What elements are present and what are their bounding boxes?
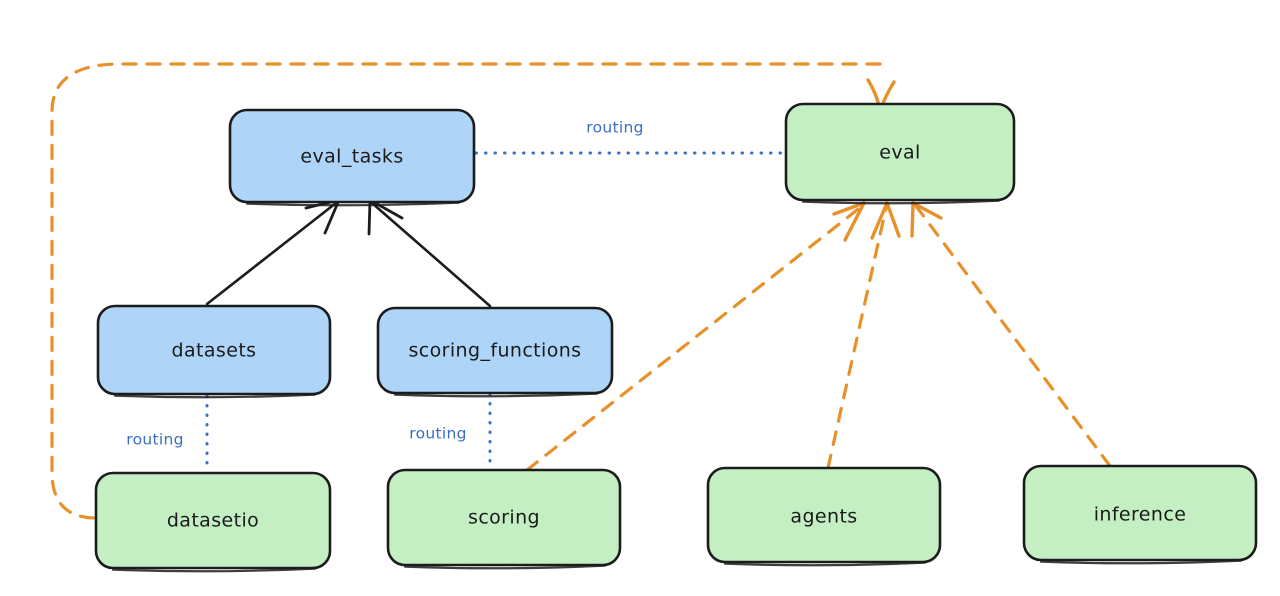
node-eval-tasks-shadow: [245, 201, 461, 207]
edge-scoring-functions-scoring: routing: [409, 392, 492, 470]
node-eval-shadow: [801, 199, 1001, 205]
node-datasets[interactable]: datasets: [96, 304, 332, 399]
edge-datasets-datasetio: routing: [126, 394, 209, 473]
node-datasetio-shadow: [111, 567, 317, 573]
node-datasets-shadow: [113, 393, 317, 399]
edge-datasets-eval-tasks-line: [205, 201, 338, 306]
edge-inference-eval-arrowhead: [910, 201, 943, 238]
edge-scoring-functions-eval-tasks: [367, 198, 492, 308]
node-inference[interactable]: inference: [1022, 464, 1258, 565]
node-agents[interactable]: agents: [706, 466, 942, 567]
edge-eval-datasetio-line: [50, 62, 882, 520]
node-eval-tasks-shape[interactable]: [228, 108, 476, 204]
node-scoring-functions-label: scoring_functions: [409, 340, 582, 362]
node-eval-shape[interactable]: [784, 102, 1016, 202]
node-agents-label: agents: [790, 506, 857, 528]
node-scoring-functions[interactable]: scoring_functions: [376, 306, 614, 398]
node-agents-shadow: [723, 561, 927, 567]
edge-scoring-functions-eval-tasks-line: [370, 201, 492, 308]
node-datasets-shape[interactable]: [96, 304, 332, 396]
edge-inference-eval: [910, 201, 1112, 468]
node-scoring-shape[interactable]: [386, 468, 622, 567]
node-eval[interactable]: eval: [784, 102, 1016, 205]
node-datasetio-label: datasetio: [167, 510, 259, 532]
node-datasets-label: datasets: [172, 340, 257, 362]
edge-agents-eval: [826, 201, 901, 470]
edge-scoring-eval-line: [525, 204, 864, 472]
edge-eval-tasks-eval: routing: [474, 119, 786, 155]
node-agents-shape[interactable]: [706, 466, 942, 564]
node-inference-shadow: [1039, 559, 1243, 565]
node-datasetio[interactable]: datasetio: [94, 471, 332, 573]
node-inference-label: inference: [1094, 504, 1187, 526]
node-datasetio-shape[interactable]: [94, 471, 332, 570]
edge-label-routing-eval: routing: [586, 119, 644, 137]
edge-label-routing-scoring: routing: [409, 425, 467, 443]
node-scoring-label: scoring: [468, 507, 540, 529]
edge-datasets-eval-tasks: [205, 198, 341, 306]
edge-label-routing-datasetio: routing: [126, 431, 184, 449]
node-scoring-functions-shadow: [393, 392, 599, 398]
edge-inference-eval-line: [914, 204, 1112, 468]
edge-agents-eval-line: [826, 206, 888, 470]
edge-agents-eval-arrowhead: [870, 201, 901, 240]
node-scoring-functions-shape[interactable]: [376, 306, 614, 395]
edge-scoring-eval: [525, 201, 866, 472]
node-scoring-shadow: [403, 564, 607, 570]
node-eval-tasks-label: eval_tasks: [300, 146, 403, 168]
node-eval-label: eval: [879, 142, 920, 164]
node-eval-tasks[interactable]: eval_tasks: [228, 108, 476, 207]
edge-scoring-eval-arrowhead: [832, 201, 866, 242]
node-inference-shape[interactable]: [1022, 464, 1258, 562]
node-scoring[interactable]: scoring: [386, 468, 622, 570]
